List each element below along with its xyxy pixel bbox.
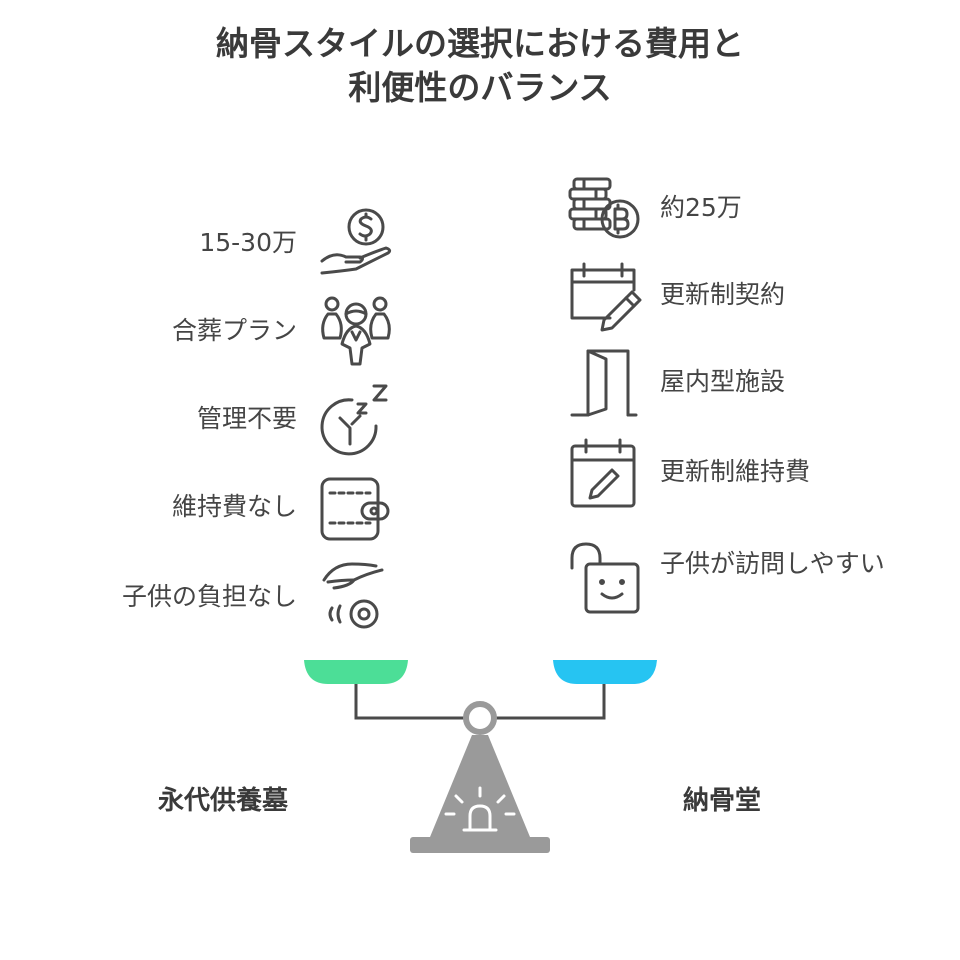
left-item-label-1: 15-30万	[199, 228, 297, 257]
left-pan	[304, 660, 408, 684]
page-title: 納骨スタイルの選択における費用と 利便性のバランス	[0, 22, 960, 110]
title-line-2: 利便性のバランス	[348, 68, 612, 107]
coin-drop-hand-icon	[318, 558, 394, 634]
scale-base	[410, 837, 550, 853]
right-item-label-2: 更新制契約	[660, 280, 786, 309]
right-item-label-3: 屋内型施設	[660, 367, 786, 396]
right-item-label-1: 約25万	[660, 193, 742, 222]
title-line-1: 納骨スタイルの選択における費用と	[216, 24, 744, 63]
right-item-label-4: 更新制維持費	[660, 457, 811, 486]
right-item-label-5: 子供が訪問しやすい	[660, 549, 885, 578]
calendar-edit-icon	[566, 436, 642, 512]
left-item-label-5: 子供の負担なし	[121, 582, 297, 611]
sleep-clock-icon	[318, 380, 394, 456]
scale-stand	[430, 735, 530, 837]
coin-stack-icon	[566, 175, 642, 241]
category-right-name: 納骨堂	[683, 786, 762, 816]
wallet-icon	[318, 475, 394, 545]
scale-beam	[354, 684, 606, 720]
left-item-label-2: 合葬プラン	[171, 316, 297, 345]
bell-light-icon	[444, 786, 516, 832]
right-pan	[553, 660, 657, 684]
open-door-icon	[566, 345, 642, 421]
happy-lock-icon	[566, 540, 642, 616]
money-hand-icon	[318, 205, 394, 279]
calendar-pencil-icon	[566, 260, 646, 332]
left-item-label-4: 維持費なし	[171, 492, 297, 521]
category-left-name: 永代供養墓	[158, 786, 289, 816]
people-group-icon	[318, 292, 394, 368]
left-item-label-3: 管理不要	[196, 404, 297, 433]
pivot-ring	[463, 701, 497, 735]
